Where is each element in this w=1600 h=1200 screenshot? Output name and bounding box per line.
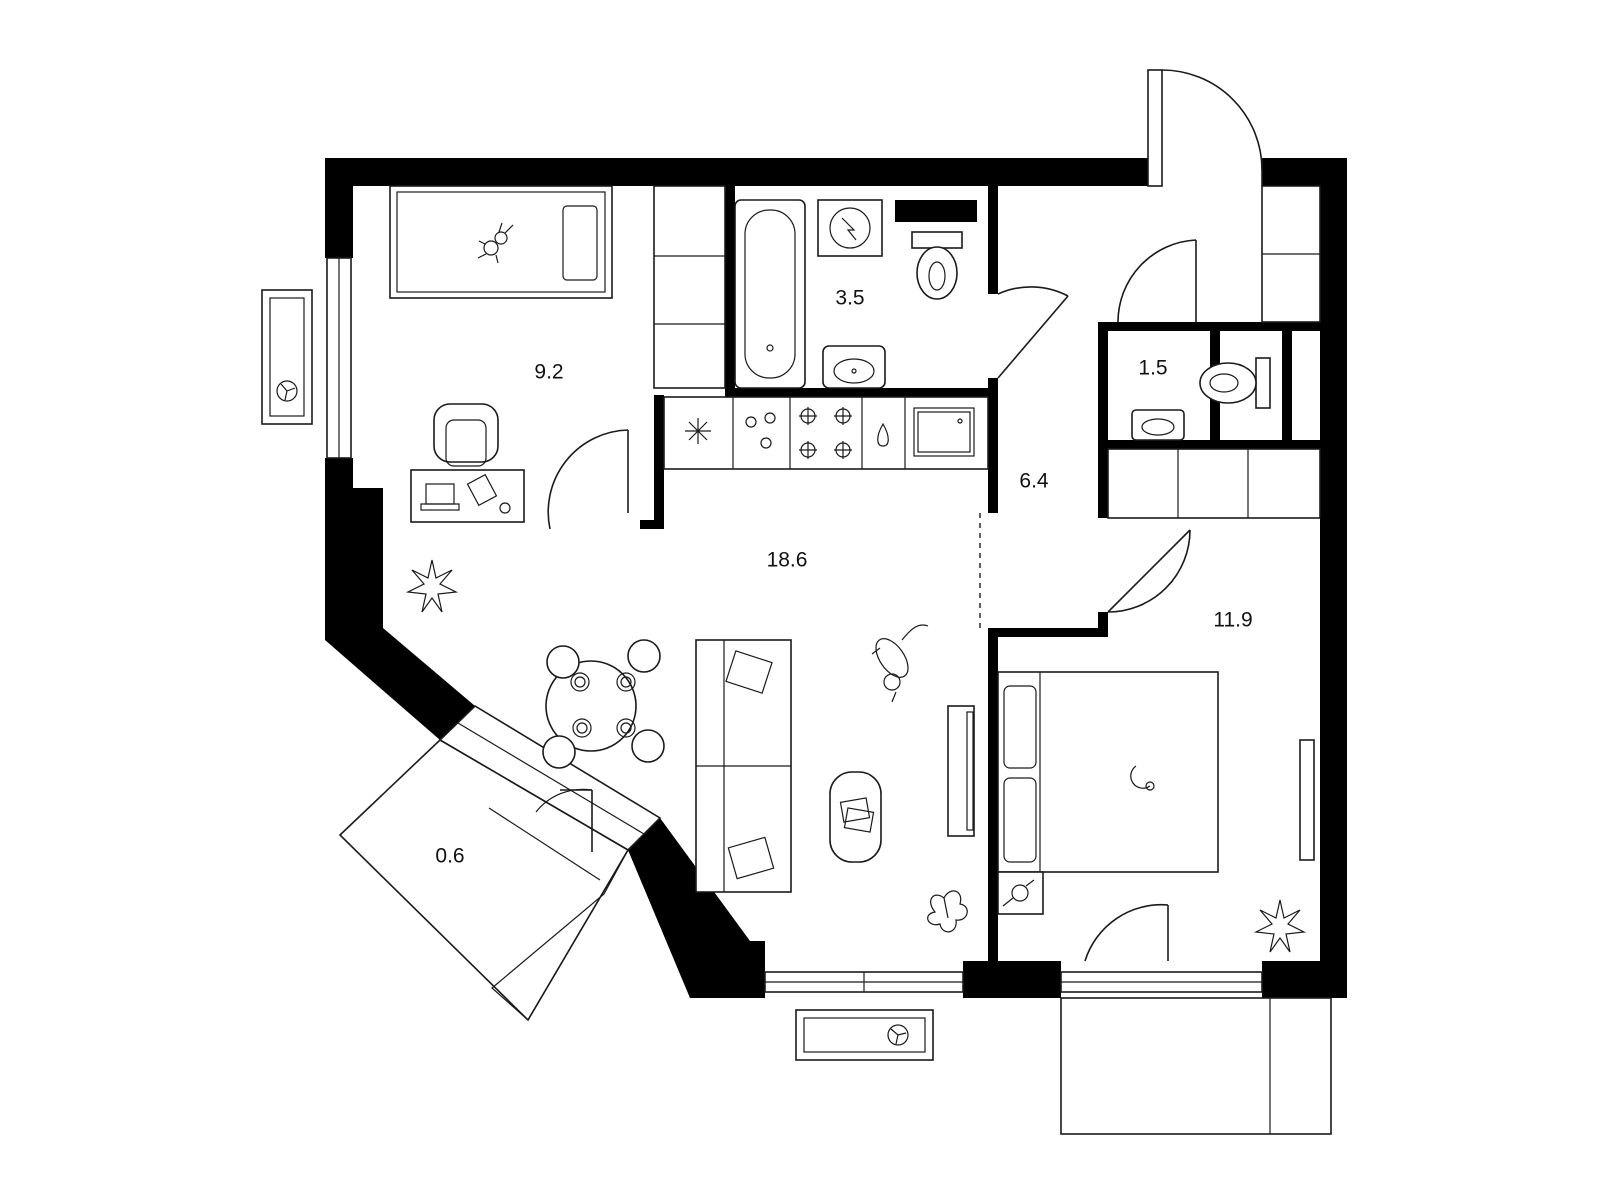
single-bed <box>389 185 613 299</box>
area-label-hallway: 6.4 <box>1019 469 1049 493</box>
dishwasher-icon <box>745 412 776 449</box>
ac-unit-west <box>261 289 313 425</box>
sofa <box>695 639 792 893</box>
area-label-bedroom: 11.9 <box>1213 608 1253 632</box>
cat-icon <box>871 624 929 703</box>
wardrobe-kids <box>653 185 726 389</box>
interior-walls <box>640 186 1320 961</box>
bedroom-wardrobe <box>1299 739 1315 861</box>
toy-bunny-icon <box>477 222 514 264</box>
hallway-closet <box>1107 448 1321 519</box>
bedroom-plant-icon <box>1253 899 1307 953</box>
toilet-wc <box>1199 357 1271 409</box>
double-bed <box>997 671 1219 873</box>
kitchen-sink <box>913 407 975 457</box>
cooktop-icon <box>799 407 852 459</box>
area-label-living-kitchen: 18.6 <box>766 548 808 572</box>
area-label-bathroom: 3.5 <box>835 286 865 310</box>
washing-machine <box>817 199 883 257</box>
balcony <box>338 739 630 1022</box>
bathroom-sink <box>822 345 886 389</box>
tv-stand <box>947 705 975 837</box>
hallway-wardrobe <box>1261 185 1321 323</box>
doors <box>535 69 1263 962</box>
area-label-balcony: 0.6 <box>435 844 465 868</box>
coffee-table <box>829 771 882 863</box>
area-label-toilet: 1.5 <box>1138 356 1168 380</box>
loggia-south <box>1060 997 1332 1135</box>
desk <box>410 469 525 523</box>
windows <box>326 257 1263 993</box>
ac-unit-south <box>795 1009 934 1061</box>
moon-icon <box>1130 765 1155 791</box>
desk-chair <box>433 403 499 467</box>
water-drop-icon <box>877 422 889 447</box>
potted-plant-icon <box>405 559 459 613</box>
dining-table <box>542 639 665 769</box>
exterior-walls <box>325 158 1347 998</box>
kitchen-counter <box>663 396 989 470</box>
toilet-sink <box>1131 409 1185 441</box>
bathtub <box>734 199 806 389</box>
fridge-snowflake-icon <box>685 418 711 444</box>
bathroom-toilet <box>911 231 963 300</box>
nightstand <box>997 871 1044 915</box>
area-label-children-room: 9.2 <box>534 360 564 384</box>
floor-plant-icon <box>927 890 968 933</box>
